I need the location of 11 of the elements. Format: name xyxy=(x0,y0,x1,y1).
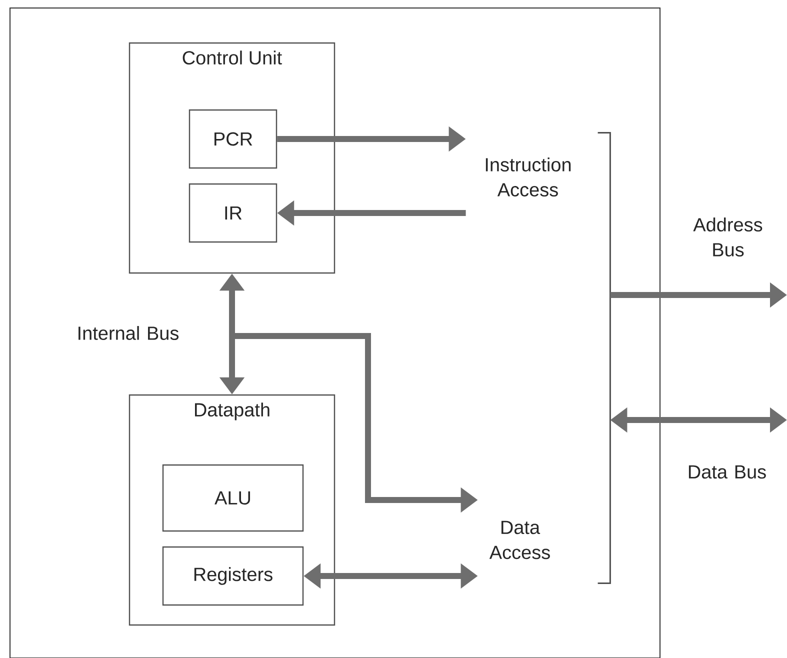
register-box: PCR xyxy=(188,109,278,169)
register-box: Registers xyxy=(162,546,304,606)
access-label: Data Access xyxy=(489,520,550,560)
processor-box xyxy=(10,8,660,658)
edge-label: Internal Bus xyxy=(78,326,179,340)
access-label: Instruction Access xyxy=(486,158,571,196)
bus-bracket xyxy=(598,132,611,584)
register-box: ALU xyxy=(162,464,304,532)
edge-label: Data Bus xyxy=(688,465,766,479)
register-box: IR xyxy=(188,183,278,243)
edge-label: Address Bus xyxy=(693,218,762,256)
